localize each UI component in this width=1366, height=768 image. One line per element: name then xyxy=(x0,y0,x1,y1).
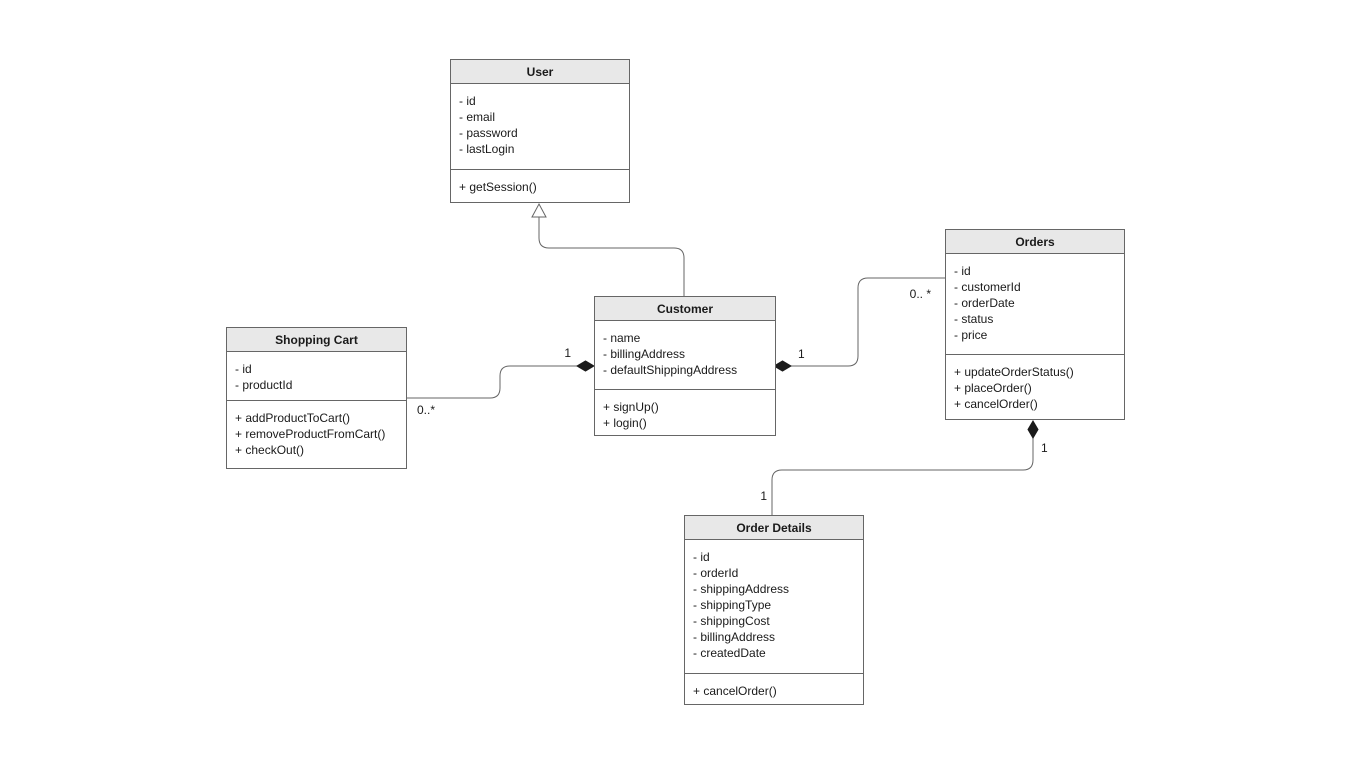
uml-member: - email xyxy=(459,110,496,124)
class-shopping-cart: Shopping Cart - id - productId + addProdu… xyxy=(226,327,407,469)
class-orders-methods: + updateOrderStatus() + placeOrder() + can… xyxy=(946,355,1124,419)
uml-member: + checkOut() xyxy=(235,443,305,457)
uml-member: + login() xyxy=(603,416,647,430)
class-customer: Customer - name - billingAddress - default… xyxy=(594,296,776,436)
class-customer-attributes: - name - billingAddress - defaultShippingA… xyxy=(595,321,775,390)
uml-member: - createdDate xyxy=(693,646,766,660)
uml-member: - billingAddress xyxy=(603,347,686,361)
uml-member: + cancelOrder() xyxy=(693,684,777,698)
edge-details-orders-aggregation xyxy=(771,438,1034,515)
multiplicity-label: 1 xyxy=(798,347,805,361)
class-orders-attributes: - id - customerId - orderDate - status - pri… xyxy=(946,254,1124,355)
uml-member: - orderDate xyxy=(954,296,1015,310)
diamond-filled-marker xyxy=(576,360,595,372)
uml-member: + removeProductFromCart() xyxy=(235,427,386,441)
class-user: User - id - email - password - lastLogin + … xyxy=(450,59,630,203)
uml-member: - id xyxy=(459,94,476,108)
uml-member: + getSession() xyxy=(459,180,537,194)
uml-member: - id xyxy=(954,264,971,278)
class-customer-title: Customer xyxy=(595,297,775,321)
uml-member: - defaultShippingAddress xyxy=(603,363,738,377)
uml-member: + addProductToCart() xyxy=(235,411,351,425)
diamond-filled-marker xyxy=(773,360,792,372)
uml-member: + placeOrder() xyxy=(954,381,1032,395)
uml-member: - billingAddress xyxy=(693,630,776,644)
class-shopping-cart-attributes: - id - productId xyxy=(227,352,406,401)
class-shopping-cart-title: Shopping Cart xyxy=(227,328,406,352)
edge-customer-extends-user xyxy=(538,217,685,296)
uml-member: - orderId xyxy=(693,566,739,580)
class-user-title: User xyxy=(451,60,629,84)
class-order-details-methods: + cancelOrder() xyxy=(685,674,863,704)
uml-member: - name xyxy=(603,331,641,345)
uml-member: - password xyxy=(459,126,518,140)
uml-member: - customerId xyxy=(954,280,1021,294)
edge-orders-customer-aggregation xyxy=(791,277,945,367)
class-order-details-title: Order Details xyxy=(685,516,863,540)
uml-member: - id xyxy=(693,550,710,564)
uml-member: - id xyxy=(235,362,252,376)
uml-member: + signUp() xyxy=(603,400,659,414)
multiplicity-label: 1 xyxy=(1041,441,1048,455)
class-customer-methods: + signUp() + login() xyxy=(595,390,775,435)
uml-member: - productId xyxy=(235,378,293,392)
class-orders: Orders - id - customerId - orderDate - stat… xyxy=(945,229,1125,420)
class-user-methods: + getSession() xyxy=(451,170,629,202)
uml-member: - status xyxy=(954,312,994,326)
uml-member: + cancelOrder() xyxy=(954,397,1038,411)
class-order-details-attributes: - id - orderId - shippingAddress - shipping… xyxy=(685,540,863,674)
diamond-filled-marker xyxy=(1027,420,1039,439)
uml-member: - shippingAddress xyxy=(693,582,790,596)
uml-member: - price xyxy=(954,328,988,342)
class-shopping-cart-methods: + addProductToCart() + removeProductFromC… xyxy=(227,401,406,468)
multiplicity-label: 0.. * xyxy=(910,287,932,301)
triangle-hollow-marker xyxy=(531,202,547,218)
uml-member: - lastLogin xyxy=(459,142,515,156)
uml-member: - shippingType xyxy=(693,598,772,612)
multiplicity-label: 1 xyxy=(760,489,767,503)
edge-cart-customer-aggregation xyxy=(405,365,577,399)
uml-member: - shippingCost xyxy=(693,614,770,628)
class-order-details: Order Details - id - orderId - shippingAdd… xyxy=(684,515,864,705)
class-user-attributes: - id - email - password - lastLogin xyxy=(451,84,629,170)
multiplicity-label: 1 xyxy=(564,346,571,360)
multiplicity-label: 0..* xyxy=(417,403,435,417)
uml-member: + updateOrderStatus() xyxy=(954,365,1074,379)
class-orders-title: Orders xyxy=(946,230,1124,254)
